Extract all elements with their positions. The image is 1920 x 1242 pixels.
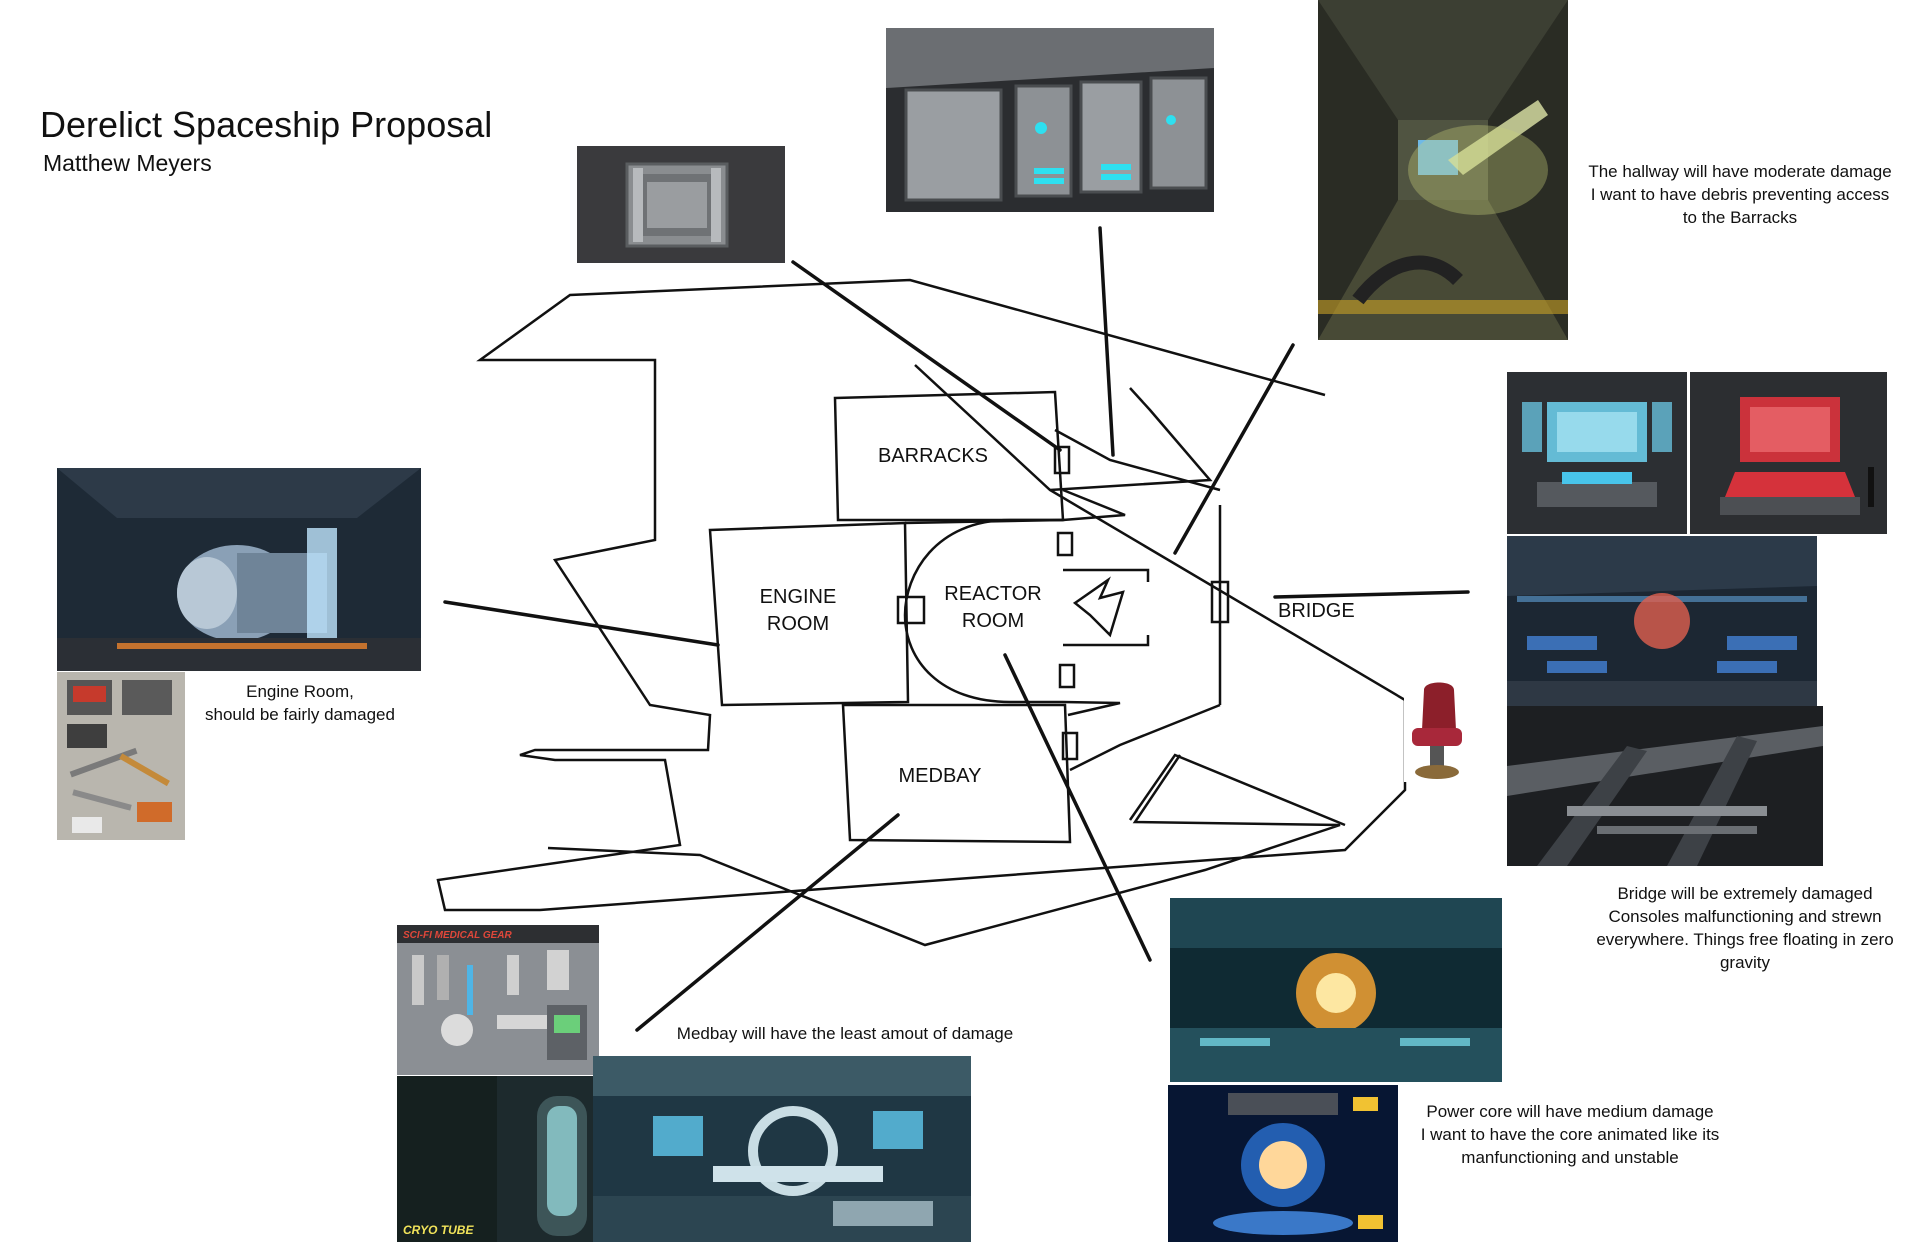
power-core-image	[1168, 1085, 1398, 1242]
bridge-interior-image	[1507, 536, 1817, 706]
label-engine-2: ROOM	[767, 613, 829, 635]
engine-tools-image	[57, 672, 185, 840]
leader-door-image	[791, 260, 1062, 452]
door-bridge	[1210, 580, 1230, 624]
label-barracks: BARRACKS	[878, 445, 988, 467]
leader-engine	[443, 600, 720, 647]
label-bridge: BRIDGE	[1278, 600, 1355, 622]
label-reactor-1: REACTOR	[944, 583, 1041, 605]
medical-gear-image: SCI-FI MEDICAL GEAR	[397, 925, 599, 1075]
engine-room-image	[57, 468, 421, 671]
corridor-panels-image	[886, 28, 1214, 212]
medbay-interior-image	[593, 1056, 971, 1242]
corridor-bottom	[1062, 700, 1121, 717]
medbay-room	[841, 703, 1072, 844]
leader-bridge	[1273, 590, 1470, 599]
hull-upper-fin	[1049, 387, 1213, 492]
label-medbay: MEDBAY	[899, 765, 982, 787]
caption-hallway: The hallway will have moderate damage I …	[1588, 162, 1892, 227]
page-title: Derelict Spaceship Proposal	[40, 104, 493, 145]
cryo-tube-label: CRYO TUBE	[403, 1223, 474, 1237]
reactor-dome	[903, 518, 1063, 704]
hallway-image	[1318, 0, 1568, 340]
captain-chair-image	[1404, 680, 1470, 782]
leader-medbay	[635, 813, 900, 1032]
cryo-tube-image: CRYO TUBE	[397, 1076, 593, 1242]
reactor-core-image	[1170, 898, 1502, 1082]
corridor-top	[1062, 488, 1126, 522]
leader-reactor	[1003, 653, 1152, 962]
caption-medbay: Medbay will have the least amout of dama…	[676, 1024, 1014, 1043]
hull-lower-fin	[1128, 753, 1346, 827]
hallway-arrow	[1072, 576, 1125, 638]
door-panel-image	[577, 146, 785, 263]
medical-gear-label: SCI-FI MEDICAL GEAR	[403, 930, 512, 941]
hull-outline	[436, 278, 1407, 912]
door-medbay	[1061, 731, 1079, 761]
label-reactor-2: ROOM	[962, 610, 1024, 632]
author-name: Matthew Meyers	[43, 150, 212, 176]
leader-corridor-image	[1098, 226, 1115, 457]
corridor-wall-top	[1054, 428, 1221, 492]
door-reactor	[896, 595, 926, 625]
console-red-image	[1690, 372, 1887, 534]
hull-outline-lower	[547, 754, 1341, 947]
caption-power-core: Power core will have medium damage I wan…	[1420, 1102, 1720, 1167]
label-engine-1: ENGINE	[760, 586, 837, 608]
caption-engine: Engine Room, should be fairly damaged	[205, 682, 395, 724]
hallway-bracket	[1063, 568, 1150, 647]
door-corridor-top	[1056, 531, 1074, 557]
door-corridor-bottom	[1058, 663, 1076, 689]
door-barracks	[1053, 445, 1071, 475]
console-blue-image	[1507, 372, 1687, 534]
leader-hallway	[1173, 343, 1295, 555]
bridge-wreckage-image	[1507, 706, 1823, 866]
corridor-wall-bottom	[1069, 703, 1221, 772]
caption-bridge: Bridge will be extremely damaged Console…	[1596, 884, 1894, 972]
